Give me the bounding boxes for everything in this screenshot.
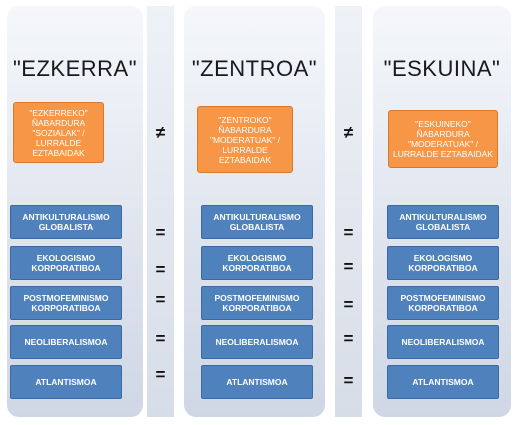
item-box: ANTIKULTURALISMO GLOBALISTA bbox=[10, 205, 122, 239]
item-box: NEOLIBERALISMOA bbox=[10, 325, 122, 359]
equal-symbol: = bbox=[343, 295, 354, 314]
item-box: POSTMOFEMINISMO KORPORATIBOA bbox=[387, 286, 499, 320]
equal-symbol: = bbox=[155, 365, 166, 384]
column-ezkerra: "EZKERRA" "EZKERREKO" ÑABARDURA "SOZIALA… bbox=[7, 6, 143, 417]
equal-symbol: = bbox=[155, 329, 166, 348]
equal-symbol: = bbox=[343, 257, 354, 276]
not-equal-symbol: ≠ bbox=[155, 123, 166, 142]
header-box: "ESKUINEKO" ÑABARDURA "MODERATUAK" / LUR… bbox=[388, 110, 498, 168]
item-box: ATLANTISMOA bbox=[387, 365, 499, 399]
equal-symbol: = bbox=[155, 260, 166, 279]
separator-1: ≠ = = = = = bbox=[147, 6, 174, 417]
equal-symbol: = bbox=[343, 329, 354, 348]
column-title: "ZENTROA" bbox=[191, 56, 318, 81]
item-box: ATLANTISMOA bbox=[201, 365, 313, 399]
column-eskuina: "ESKUINA" "ESKUINEKO" ÑABARDURA "MODERAT… bbox=[373, 6, 511, 417]
item-box: POSTMOFEMINISMO KORPORATIBOA bbox=[201, 286, 313, 320]
column-zentroa: "ZENTROA" "ZENTROKO" ÑABARDURA "MODERATU… bbox=[184, 6, 325, 417]
column-title: "EZKERRA" bbox=[12, 56, 138, 81]
header-box: "EZKERREKO" ÑABARDURA "SOZIALAK" / LURRA… bbox=[13, 102, 104, 163]
item-box: ANTIKULTURALISMO GLOBALISTA bbox=[387, 205, 499, 239]
item-box: EKOLOGISMO KORPORATIBOA bbox=[10, 246, 122, 280]
not-equal-symbol: ≠ bbox=[343, 123, 354, 142]
equal-symbol: = bbox=[343, 371, 354, 390]
item-box: EKOLOGISMO KORPORATIBOA bbox=[387, 246, 499, 280]
item-box: POSTMOFEMINISMO KORPORATIBOA bbox=[10, 286, 122, 320]
equal-symbol: = bbox=[155, 223, 166, 242]
column-title: "ESKUINA" bbox=[383, 56, 501, 81]
equal-symbol: = bbox=[155, 290, 166, 309]
header-box: "ZENTROKO" ÑABARDURA "MODERATUAK" / LURR… bbox=[197, 106, 293, 173]
item-box: ANTIKULTURALISMO GLOBALISTA bbox=[201, 205, 313, 239]
separator-2: ≠ = = = = = bbox=[335, 6, 362, 417]
equal-symbol: = bbox=[343, 223, 354, 242]
item-box: ATLANTISMOA bbox=[10, 365, 122, 399]
item-box: NEOLIBERALISMOA bbox=[387, 325, 499, 359]
item-box: EKOLOGISMO KORPORATIBOA bbox=[201, 246, 313, 280]
item-box: NEOLIBERALISMOA bbox=[201, 325, 313, 359]
